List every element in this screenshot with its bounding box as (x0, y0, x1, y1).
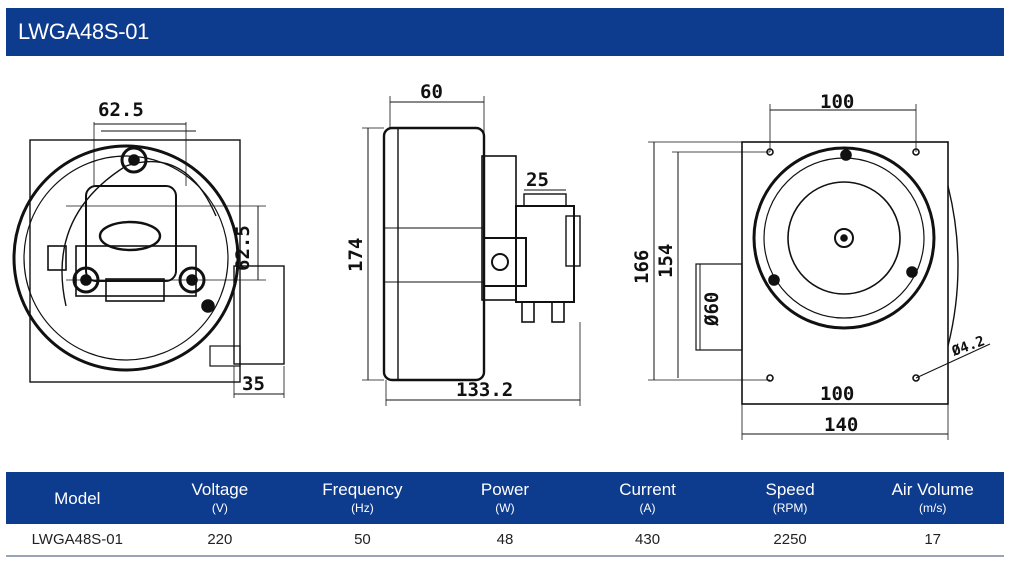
side-bracket-dim: 25 (526, 169, 549, 191)
col-model: Model (6, 472, 149, 524)
col-power: Power(W) (433, 472, 577, 524)
cell-current: 430 (576, 524, 719, 556)
col-air-volume: Air Volume(m/s) (861, 472, 1004, 524)
col-voltage: Voltage(V) (148, 472, 292, 524)
cell-model: LWGA48S-01 (6, 524, 149, 556)
rear-bottom-hole-spacing: 100 (820, 383, 854, 405)
table-row: LWGA48S-01 220 50 48 430 2250 17 (6, 524, 1004, 556)
cell-power: 48 (433, 524, 577, 556)
col-speed: Speed(RPM) (718, 472, 862, 524)
title-bar: LWGA48S-01 (6, 8, 1004, 56)
front-height-dim: 62.5 (232, 225, 254, 271)
rear-hub-diameter: Ø60 (701, 292, 723, 327)
rear-view (648, 104, 991, 440)
drawing-canvas: 62.5 62.5 35 60 25 174 133.2 100 100 140… (12, 81, 991, 440)
side-height-dim: 174 (345, 238, 367, 272)
cell-voltage: 220 (148, 524, 292, 556)
rear-vertical-hole-spacing: 154 (655, 244, 677, 278)
cell-speed: 2250 (718, 524, 862, 556)
specs-header-row: Model Voltage(V) Frequency(Hz) Power(W) … (6, 472, 1004, 524)
cell-frequency: 50 (291, 524, 434, 556)
col-current: Current(A) (576, 472, 719, 524)
side-length-dim: 133.2 (456, 379, 513, 401)
front-width-dim: 62.5 (98, 99, 144, 121)
front-outlet-dim: 35 (242, 373, 265, 395)
specs-table: Model Voltage(V) Frequency(Hz) Power(W) … (6, 472, 1004, 556)
rear-overall-width: 140 (824, 414, 858, 436)
side-view (362, 96, 581, 406)
rear-top-hole-spacing: 100 (820, 91, 854, 113)
technical-drawing: 62.5 62.5 35 60 25 174 133.2 100 100 140… (6, 56, 1004, 472)
spec-sheet-frame (6, 8, 1004, 557)
cell-air-volume: 17 (861, 524, 1004, 556)
rear-hole-diameter: Ø4.2 (949, 333, 987, 360)
col-frequency: Frequency(Hz) (291, 472, 434, 524)
rear-overall-height: 166 (631, 250, 653, 284)
front-view (12, 122, 285, 398)
side-depth-dim: 60 (420, 81, 443, 103)
product-title: LWGA48S-01 (18, 19, 150, 44)
